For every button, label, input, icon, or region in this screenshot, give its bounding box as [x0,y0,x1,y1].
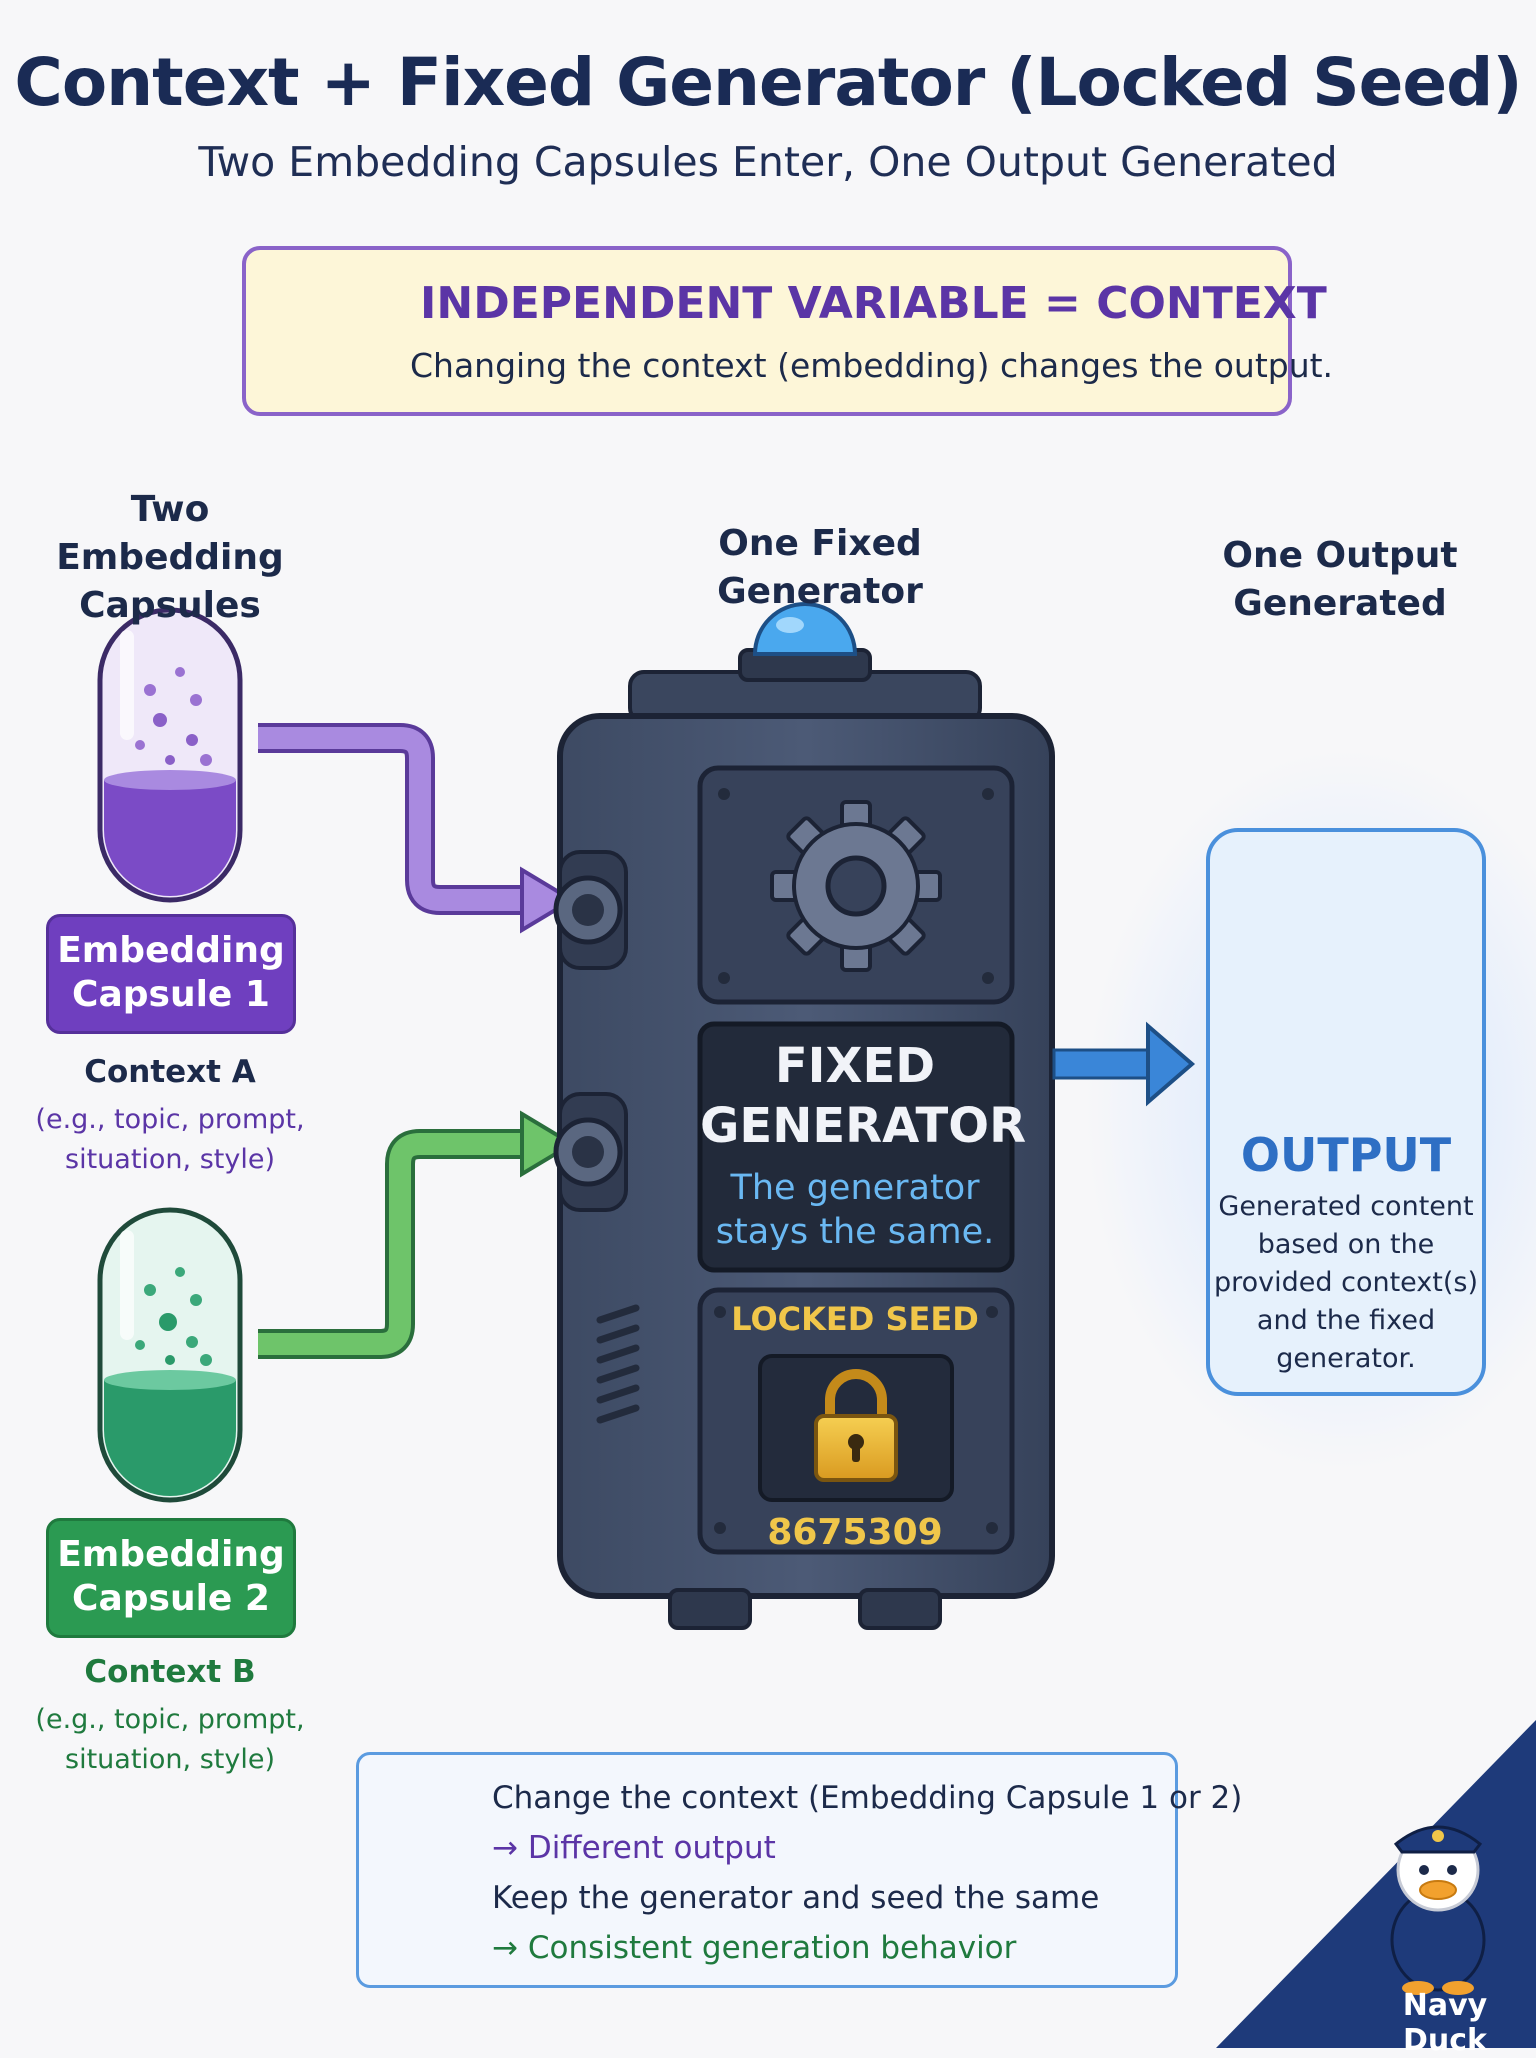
context-b-example: (e.g., topic, prompt, situation, style) [35,1704,305,1775]
seed-label: LOCKED SEED [731,1300,979,1338]
output-arrow [1052,1021,1196,1107]
padlock-icon [814,1369,898,1482]
independent-variable-title: INDEPENDENT VARIABLE = CONTEXT [420,278,1327,329]
page-title: Context + Fixed Generator (Locked Seed) [14,44,1522,121]
capsule-2-icon [97,1207,243,1503]
capsule-2-arrow [258,1110,576,1359]
output-box [1206,828,1486,1396]
capsules-column-label: Two Embedding Capsules [56,489,284,626]
capsule-1-label: Embedding Capsule 1 [46,914,296,1034]
tip-line-1: Change the context (Embedding Capsule 1 … [492,1780,1243,1816]
duck-mascot-icon [1390,1825,1486,1995]
tip-line-2: → Different output [492,1830,776,1866]
seed-value: 8675309 [767,1512,943,1553]
capsule-1-icon [97,607,243,903]
generator-subtitle: The generator stays the same. [715,1168,995,1252]
context-b-label: Context B [84,1654,256,1690]
gear-icon [770,800,942,972]
capsule-2-label: Embedding Capsule 2 [46,1518,296,1638]
tip-box [356,1752,1178,1988]
tip-line-4: → Consistent generation behavior [492,1930,1017,1966]
output-column-label: One Output Generated [1222,535,1458,624]
independent-variable-box [242,246,1292,416]
generator-title: FIXED GENERATOR [700,1038,1027,1154]
page-subtitle: Two Embedding Capsules Enter, One Output… [198,138,1338,186]
output-title: OUTPUT [1240,1128,1452,1182]
context-a-label: Context A [84,1054,256,1090]
indicator-light-icon [752,602,858,656]
output-text: Generated content based on the provided … [1213,1191,1478,1374]
generator-machine [553,602,1055,1630]
context-a-example: (e.g., topic, prompt, situation, style) [35,1104,305,1175]
tip-line-3: Keep the generator and seed the same [492,1880,1100,1916]
capsule-1-arrow [258,723,576,934]
independent-variable-text: Changing the context (embedding) changes… [410,346,1334,385]
generator-column-label: One Fixed Generator [717,523,923,612]
